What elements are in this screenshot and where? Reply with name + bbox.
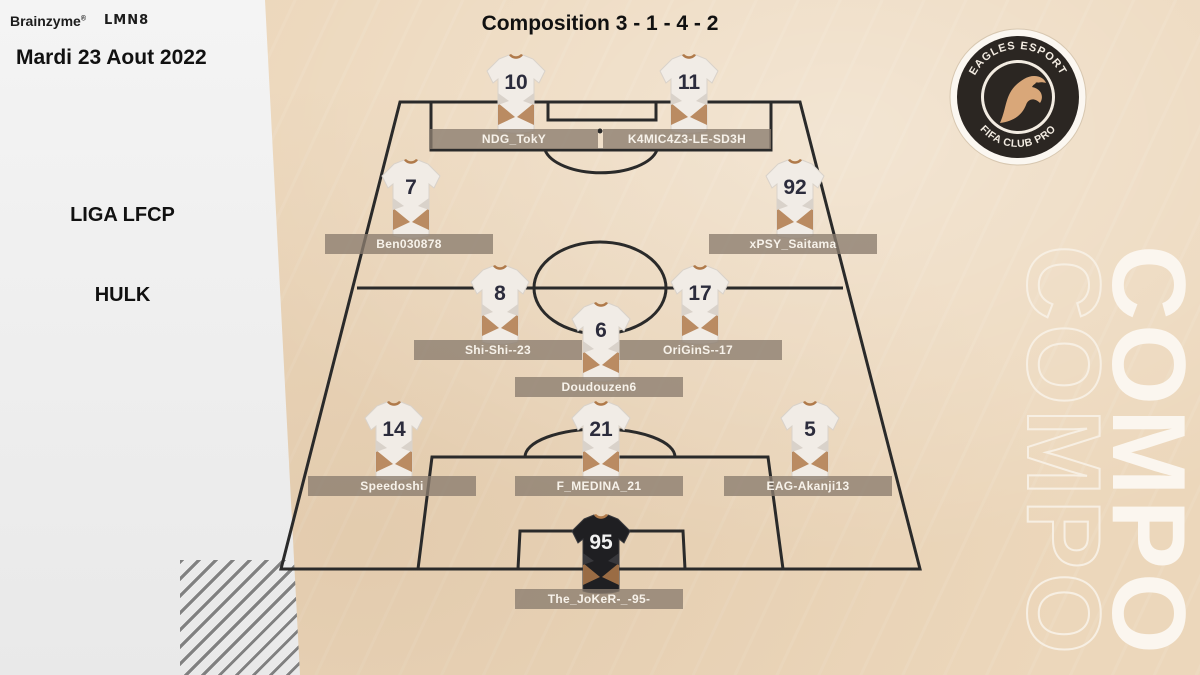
player-name: NDG_TokY: [430, 129, 598, 149]
player-name: The_JoKeR-_-95-: [515, 589, 683, 609]
player-card: 92 xPSY_Saitama: [709, 158, 879, 308]
player-name: Shi-Shi--23: [414, 340, 582, 360]
goalkeeper-jersey-icon: 95: [570, 513, 632, 595]
jersey-number: 21: [589, 418, 613, 441]
player-name: Doudouzen6: [515, 377, 683, 397]
jersey-number: 17: [688, 282, 712, 305]
jersey-number: 6: [595, 319, 607, 342]
jersey-icon: 21: [570, 400, 632, 482]
eagles-esport-logo: EAGLES ESPORT FIFA CLUB PRO: [949, 28, 1087, 166]
player-name: Speedoshi: [308, 476, 476, 496]
player-name: OriGinS--17: [614, 340, 782, 360]
top-penalty-spot: [597, 128, 603, 134]
player-name: K4MIC4Z3-LE-SD3H: [603, 129, 771, 149]
jersey-icon: 11: [658, 53, 720, 135]
sponsor-brand-text: Brainzyme: [10, 13, 81, 29]
jersey-number: 11: [677, 71, 701, 94]
jersey-number: 92: [783, 176, 807, 199]
registered-mark: ®: [80, 15, 86, 23]
top-goal-area: [546, 100, 658, 122]
eagle-icon: [1000, 76, 1046, 123]
left-info-panel: [0, 0, 300, 675]
jersey-icon: 92: [764, 158, 826, 240]
player-name: EAG-Akanji13: [724, 476, 892, 496]
jersey-icon: 5: [779, 400, 841, 482]
sponsor-lmn8-logo: LMN8: [104, 13, 150, 28]
jersey-number: 14: [382, 418, 406, 441]
jersey-icon: 14: [363, 400, 425, 482]
opponent-name: HULK: [94, 284, 151, 306]
jersey-icon: 17: [669, 264, 731, 346]
jersey-icon: 6: [570, 301, 632, 383]
formation-title: Composition 3 - 1 - 4 - 2: [481, 12, 719, 35]
jersey-number: 95: [589, 531, 613, 554]
player-name: xPSY_Saitama: [709, 234, 877, 254]
league-name: LIGA LFCP: [70, 204, 175, 226]
jersey-number: 7: [405, 176, 417, 199]
player-name: Ben030878: [325, 234, 493, 254]
jersey-number: 8: [494, 282, 506, 305]
jersey-number: 5: [804, 418, 816, 441]
jersey-icon: 8: [469, 264, 531, 346]
player-name: F_MEDINA_21: [515, 476, 683, 496]
jersey-icon: 7: [380, 158, 442, 240]
top-penalty-arc: [543, 149, 659, 175]
jersey-icon: 10: [485, 53, 547, 135]
sponsor-brainzyme-logo: Brainzyme®: [10, 13, 86, 29]
jersey-number: 10: [504, 71, 528, 94]
match-date: Mardi 23 Aout 2022: [16, 46, 207, 69]
